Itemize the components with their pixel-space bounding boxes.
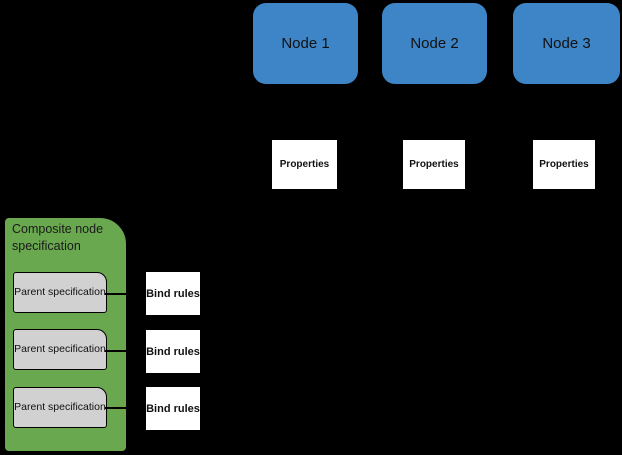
parent-specification-box-1: Parent specification bbox=[13, 272, 107, 313]
properties-box-1: Properties bbox=[272, 140, 337, 189]
node-1-box: Node 1 bbox=[253, 3, 358, 84]
bind-rules-box-3: Bind rules bbox=[146, 387, 200, 430]
properties-box-2: Properties bbox=[403, 140, 465, 189]
parent-specification-box-3: Parent specification bbox=[13, 387, 107, 428]
node-2-box: Node 2 bbox=[382, 3, 487, 84]
parent-specification-box-2: Parent specification bbox=[13, 329, 107, 370]
composite-title: Composite node specification bbox=[12, 222, 104, 253]
parent-bind-connector-1 bbox=[105, 293, 128, 295]
bind-rules-label-3: Bind rules bbox=[146, 402, 200, 415]
node-1-label: Node 1 bbox=[281, 35, 330, 52]
node-3-box: Node 3 bbox=[513, 3, 620, 84]
bind-rules-box-1: Bind rules bbox=[146, 272, 200, 315]
parent-bind-connector-2 bbox=[105, 350, 128, 352]
parent-specification-label-1: Parent specification bbox=[14, 285, 106, 298]
properties-label-2: Properties bbox=[409, 159, 459, 170]
parent-specification-label-3: Parent specification bbox=[14, 400, 106, 413]
parent-specification-label-2: Parent specification bbox=[14, 342, 106, 355]
properties-box-3: Properties bbox=[533, 140, 595, 189]
bind-rules-label-1: Bind rules bbox=[146, 287, 200, 300]
properties-label-1: Properties bbox=[279, 159, 330, 170]
properties-label-3: Properties bbox=[539, 159, 589, 170]
bind-rules-box-2: Bind rules bbox=[146, 330, 200, 373]
parent-bind-connector-3 bbox=[105, 407, 128, 409]
node-2-label: Node 2 bbox=[410, 35, 459, 52]
bind-rules-label-2: Bind rules bbox=[146, 345, 200, 358]
node-3-label: Node 3 bbox=[542, 35, 591, 52]
